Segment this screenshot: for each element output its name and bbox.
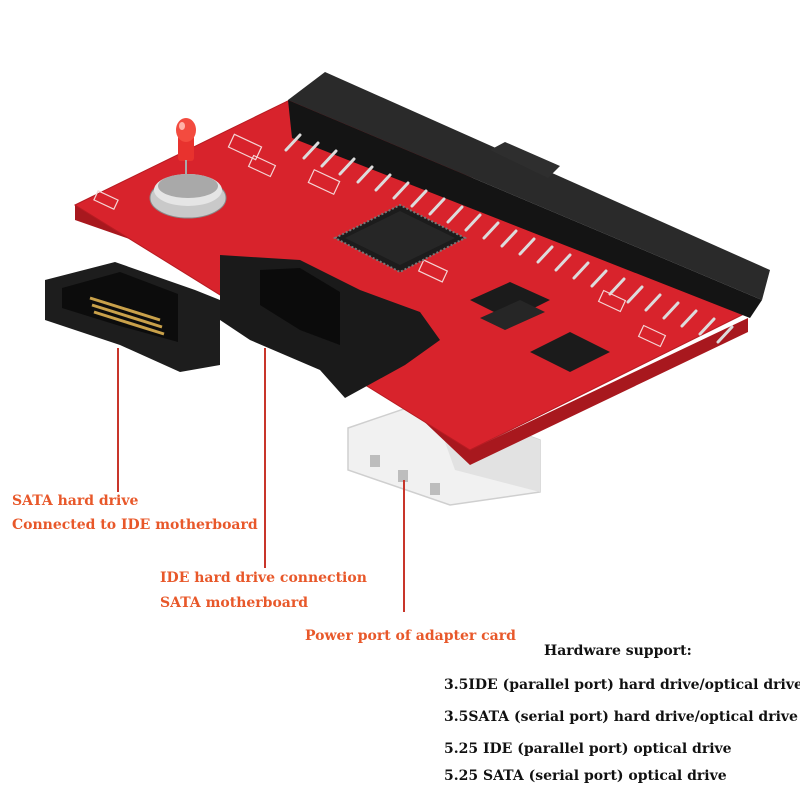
hardware-support-title: Hardware support: xyxy=(544,643,692,659)
hardware-support-item: 5.25 SATA (serial port) optical drive xyxy=(444,768,727,784)
hardware-support-item: 3.5IDE (parallel port) hard drive/optica… xyxy=(444,677,800,693)
hardware-support-item: 5.25 IDE (parallel port) optical drive xyxy=(444,741,732,757)
callout-ide-drive-line1: IDE hard drive connection xyxy=(160,570,367,586)
callout-sata-drive-line1: SATA hard drive xyxy=(12,493,139,509)
callout-sata-drive-line2: Connected to IDE motherboard xyxy=(12,517,258,533)
led-indicator xyxy=(176,118,196,180)
regulator-chip xyxy=(480,300,545,330)
pcb-silkscreen xyxy=(93,133,667,348)
ide-connector xyxy=(284,72,770,344)
regulator-chip xyxy=(530,332,610,372)
regulator-chip xyxy=(470,282,550,320)
callout-ide-drive-line2: SATA motherboard xyxy=(160,595,309,611)
callout-power: Power port of adapter card xyxy=(305,628,516,644)
crystal-oscillator xyxy=(149,174,227,219)
sata-connector xyxy=(45,255,440,398)
controller-chip xyxy=(332,203,468,274)
hardware-support-item: 3.5SATA (serial port) hard drive/optical… xyxy=(444,709,798,725)
